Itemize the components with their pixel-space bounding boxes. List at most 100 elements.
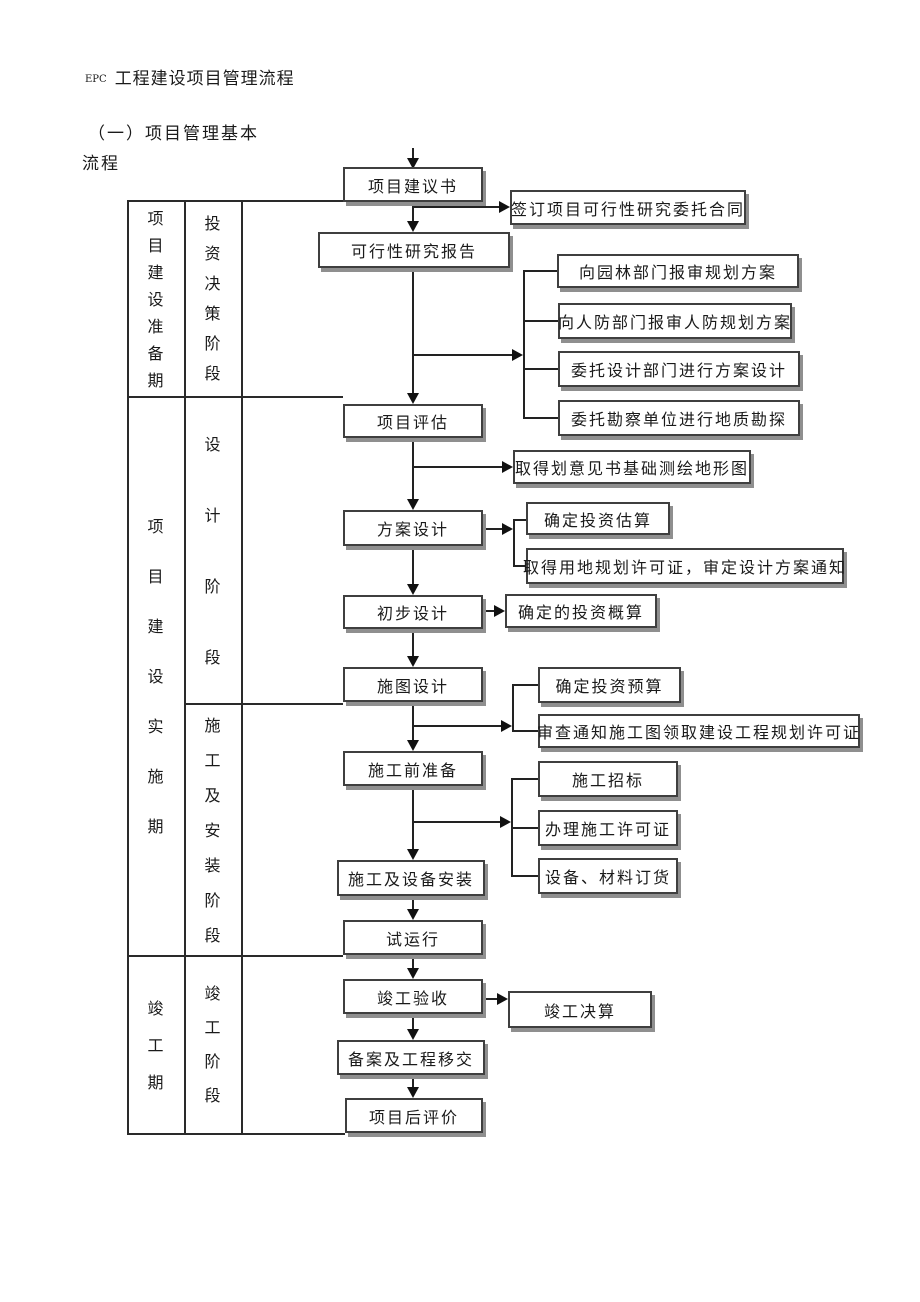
- table-border-right: [241, 200, 243, 1135]
- connector-line: [483, 610, 495, 612]
- flow-step-completion-acceptance: 竣工验收: [343, 979, 483, 1014]
- connector-line: [412, 466, 503, 468]
- phase-stage-completion: 竣工阶段: [204, 984, 221, 1105]
- bracket-stub: [511, 875, 538, 877]
- arrow-right: [499, 201, 510, 213]
- flow-step-construction-equipment-installation: 施工及设备安装: [337, 860, 485, 896]
- connector-line: [412, 821, 501, 823]
- side-task-entrust-design-dept: 委托设计部门进行方案设计: [558, 351, 800, 387]
- bracket-stub: [513, 565, 526, 567]
- side-task-civil-defense-plan-review: 向人防部门报审人防规划方案: [558, 303, 792, 339]
- arrow-right: [500, 816, 511, 828]
- phase-stage-construction-installation: 施工及安装阶段: [204, 715, 221, 945]
- side-task-investment-budget: 确定投资预算: [538, 667, 681, 703]
- arrow-right: [502, 461, 513, 473]
- flow-step-filing-and-handover: 备案及工程移交: [337, 1040, 485, 1075]
- connector-line: [412, 1014, 414, 1031]
- side-task-investment-estimate: 确定投资估算: [526, 502, 670, 535]
- connector-line: [412, 786, 414, 851]
- arrow-down: [407, 158, 419, 169]
- side-task-construction-bidding: 施工招标: [538, 761, 678, 797]
- bracket-stub: [523, 368, 558, 370]
- flow-step-trial-run: 试运行: [343, 920, 483, 955]
- section-heading-line1: （一）项目管理基本: [88, 124, 259, 144]
- bracket-line: [512, 684, 514, 732]
- phase-stage-investment-decision: 投资决策阶段: [204, 214, 221, 383]
- flow-step-pre-construction-preparation: 施工前准备: [343, 751, 483, 786]
- connector-line: [412, 268, 414, 396]
- side-task-garden-dept-plan-review: 向园林部门报审规划方案: [557, 254, 799, 288]
- arrow-down: [407, 909, 419, 920]
- arrow-down: [407, 968, 419, 979]
- title-text: 工程建设项目管理流程: [114, 69, 295, 89]
- connector-line: [412, 206, 500, 208]
- connector-line: [412, 955, 414, 971]
- connector-line: [412, 896, 414, 912]
- bracket-stub: [511, 778, 538, 780]
- bracket-stub: [511, 827, 538, 829]
- arrow-right: [502, 523, 513, 535]
- connector-line: [412, 354, 513, 356]
- side-task-entrust-geological-survey: 委托勘察单位进行地质勘探: [558, 400, 800, 436]
- phase-period-implementation: 项目建设实施期: [147, 516, 164, 836]
- table-row-divider-2: [184, 703, 343, 705]
- arrow-down: [407, 499, 419, 510]
- bracket-stub: [512, 684, 538, 686]
- connector-line: [412, 702, 414, 742]
- connector-line: [412, 202, 414, 224]
- flow-step-post-project-evaluation: 项目后评价: [345, 1098, 483, 1133]
- arrow-down: [407, 393, 419, 404]
- table-border-top: [127, 200, 343, 202]
- arrow-down: [407, 584, 419, 595]
- arrow-down: [407, 1029, 419, 1040]
- side-task-completion-settlement: 竣工决算: [508, 991, 652, 1028]
- connector-line: [412, 148, 414, 160]
- table-row-divider-3: [127, 955, 343, 957]
- table-row-divider-1: [127, 396, 343, 398]
- title-prefix: EPC: [85, 74, 107, 85]
- bracket-stub: [512, 730, 538, 732]
- bracket-line: [513, 519, 515, 567]
- connector-line: [483, 528, 503, 530]
- connector-line: [483, 998, 498, 1000]
- arrow-right: [512, 349, 523, 361]
- connector-line: [412, 725, 502, 727]
- arrow-down: [407, 849, 419, 860]
- side-task-investment-budget-estimate: 确定的投资概算: [505, 594, 657, 628]
- connector-line: [412, 546, 414, 586]
- table-border-mid: [184, 200, 186, 1135]
- arrow-down: [407, 221, 419, 232]
- arrow-right: [501, 720, 512, 732]
- phase-period-preparation: 项目建设准备期: [147, 208, 164, 390]
- bracket-stub: [523, 417, 558, 419]
- side-task-construction-permit: 办理施工许可证: [538, 810, 678, 846]
- flow-step-schematic-design: 方案设计: [343, 510, 483, 546]
- table-border-bottom: [127, 1133, 345, 1135]
- side-task-land-planning-permit: 取得用地规划许可证，审定设计方案通知: [523, 548, 845, 584]
- side-task-sign-feasibility-contract: 签订项目可行性研究委托合同: [510, 190, 746, 225]
- side-task-equipment-material-ordering: 设备、材料订货: [538, 858, 678, 894]
- arrow-down: [407, 656, 419, 667]
- section-heading-line2: 流程: [82, 154, 120, 174]
- connector-line: [412, 438, 414, 500]
- phase-period-completion: 竣工期: [147, 998, 164, 1092]
- bracket-line: [523, 270, 525, 418]
- arrow-right: [497, 993, 508, 1005]
- connector-line: [412, 629, 414, 659]
- bracket-stub: [523, 320, 558, 322]
- page-title: EPC 工程建设项目管理流程: [85, 64, 295, 89]
- arrow-down: [407, 740, 419, 751]
- flow-step-project-proposal: 项目建议书: [343, 167, 483, 202]
- flow-step-preliminary-design: 初步设计: [343, 595, 483, 629]
- side-task-construction-planning-permit: 审查通知施工图领取建设工程规划许可证: [537, 714, 860, 748]
- flow-step-feasibility-study-report: 可行性研究报告: [318, 232, 510, 268]
- bracket-stub: [513, 519, 526, 521]
- phase-stage-design: 设计阶段: [204, 434, 221, 667]
- bracket-stub: [523, 270, 557, 272]
- side-task-obtain-opinion-topographic-map: 取得划意见书基础测绘地形图: [513, 450, 751, 484]
- flow-step-project-evaluation: 项目评估: [343, 404, 483, 438]
- arrow-right: [494, 605, 505, 617]
- connector-line: [412, 1075, 414, 1089]
- table-border-left: [127, 200, 129, 1135]
